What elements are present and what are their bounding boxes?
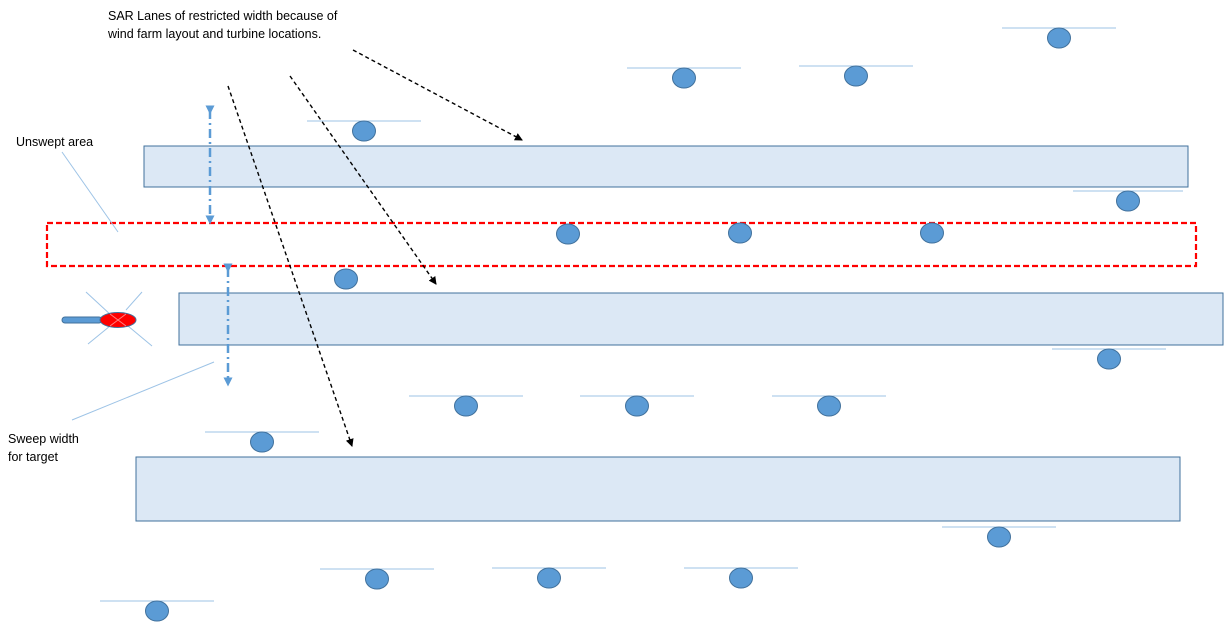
turbine-nacelle xyxy=(454,395,478,417)
turbine-icon xyxy=(492,567,606,589)
turbine-icon xyxy=(409,395,523,417)
turbine-icon xyxy=(334,268,358,290)
unswept-area-label: Unswept area xyxy=(16,135,94,149)
turbine-icon xyxy=(320,568,434,590)
turbine-nacelle xyxy=(625,395,649,417)
turbine-icon xyxy=(920,222,944,244)
turbine-nacelle xyxy=(365,568,389,590)
turbine-nacelle xyxy=(987,526,1011,548)
turbine-icon xyxy=(1073,190,1183,212)
turbine-nacelle xyxy=(728,222,752,244)
turbine-icon xyxy=(1002,27,1116,49)
turbine-nacelle xyxy=(352,120,376,142)
turbine-icon xyxy=(684,567,798,589)
turbine-icon xyxy=(627,67,741,89)
turbine-nacelle xyxy=(334,268,358,290)
pointer-arrow-to-bottom-lane xyxy=(227,85,354,447)
turbine-icon xyxy=(307,120,421,142)
turbine-nacelle xyxy=(817,395,841,417)
turbine-nacelle xyxy=(537,567,561,589)
turbine-nacelle xyxy=(1097,348,1121,370)
turbine-icon xyxy=(772,395,886,417)
turbine-nacelle xyxy=(1116,190,1140,212)
turbine-icon xyxy=(205,431,319,453)
sar-lane-bottom xyxy=(135,456,1181,522)
turbine-icon xyxy=(799,65,913,87)
turbine-icon xyxy=(580,395,694,417)
turbine-nacelle xyxy=(844,65,868,87)
sar-lane-middle xyxy=(178,292,1224,346)
turbine-nacelle xyxy=(145,600,169,622)
turbine-icon xyxy=(728,222,752,244)
turbine-nacelle xyxy=(250,431,274,453)
sweep-width-leader-line xyxy=(71,361,215,421)
turbines xyxy=(100,27,1183,622)
turbine-nacelle xyxy=(672,67,696,89)
sar-lanes-annotation: SAR Lanes of restricted width because of… xyxy=(108,9,338,41)
turbine-icon xyxy=(556,223,580,245)
sar-lane-top xyxy=(143,145,1189,188)
turbine-nacelle xyxy=(920,222,944,244)
sweep-width-label: Sweep width for target xyxy=(8,432,79,464)
pointer-arrow-to-top-lane xyxy=(352,49,523,141)
turbine-icon xyxy=(100,600,214,622)
search-aircraft-icon xyxy=(61,291,153,347)
turbine-nacelle xyxy=(1047,27,1071,49)
unswept-leader-line xyxy=(61,151,119,233)
turbine-nacelle xyxy=(729,567,753,589)
turbine-icon xyxy=(1052,348,1166,370)
pointer-arrow-to-middle-lane xyxy=(289,75,437,285)
turbine-nacelle xyxy=(556,223,580,245)
unswept-area-box xyxy=(45,221,1198,268)
turbine-icon xyxy=(942,526,1056,548)
